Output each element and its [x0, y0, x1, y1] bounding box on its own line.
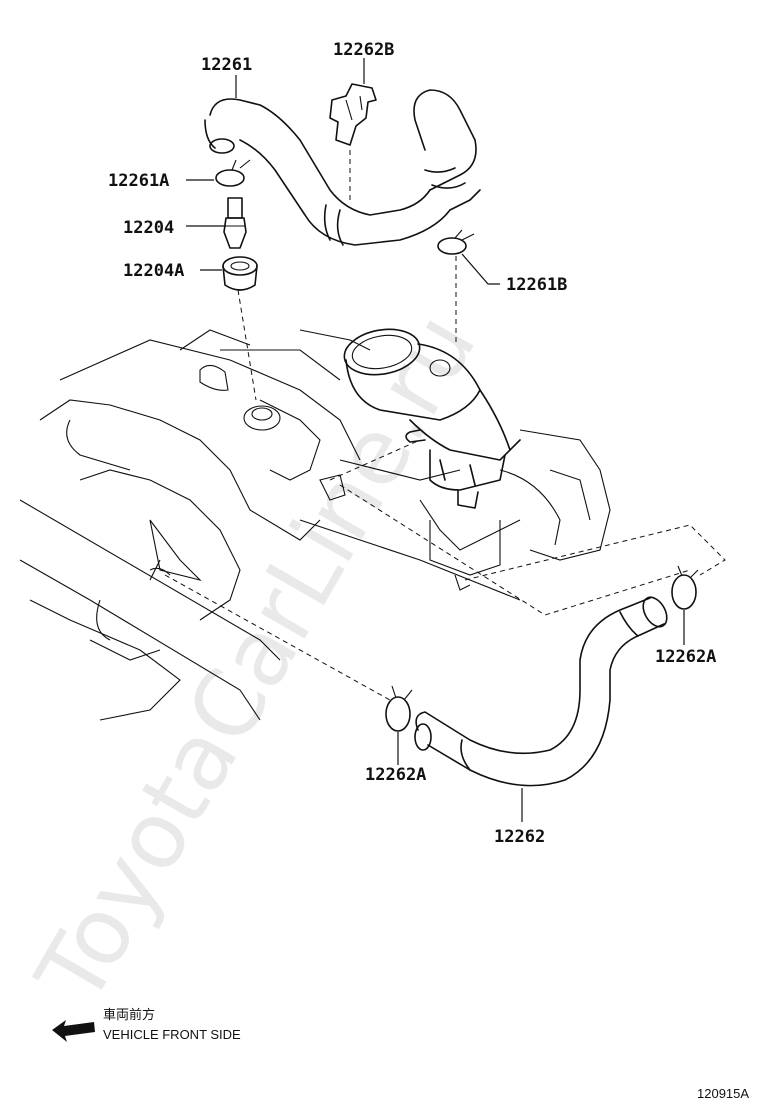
intake-assembly [343, 328, 521, 509]
clip-12261a [215, 159, 251, 187]
direction-jp: 車両前方 [103, 1007, 155, 1022]
clip-12262a-left [385, 685, 413, 732]
engine-block [19, 329, 611, 721]
direction-en: VEHICLE FRONT SIDE [103, 1027, 241, 1042]
label-12204: 12204 [123, 218, 174, 238]
leader-lines [186, 58, 685, 822]
clip-12261b [437, 229, 475, 255]
label-12262: 12262 [494, 827, 545, 847]
label-12261a: 12261A [108, 171, 169, 191]
pcv-valve-12204 [223, 197, 247, 249]
grommet-12204a [222, 256, 258, 291]
hose-12262 [414, 596, 668, 787]
assembly-lines [164, 150, 726, 701]
watermark: ToyotaCarLine.ru [16, 296, 497, 1022]
clip-12262a-right [671, 565, 699, 610]
label-12262a-right: 12262A [655, 647, 716, 667]
clamp-12262b [329, 83, 377, 146]
label-12204a: 12204A [123, 261, 184, 281]
label-12261b: 12261B [506, 275, 567, 295]
label-12262b: 12262B [333, 40, 394, 60]
label-12261: 12261 [201, 55, 252, 75]
diagram-id: 120915A [697, 1086, 749, 1101]
direction-indicator: 車両前方 VEHICLE FRONT SIDE [52, 1007, 241, 1042]
hose-12261 [204, 89, 481, 246]
label-12262a-left: 12262A [365, 765, 426, 785]
arrow-left-icon [52, 1020, 95, 1042]
